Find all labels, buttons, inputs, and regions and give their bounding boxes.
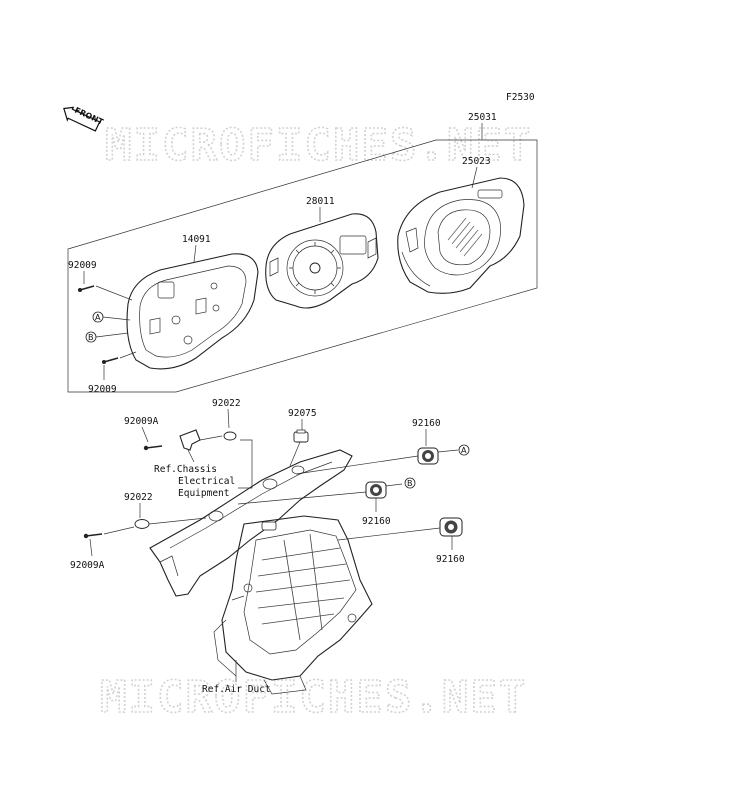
- grommet-92160-a: [417, 447, 439, 465]
- part-28011-label: 28011: [306, 196, 335, 207]
- part-25031-label: 25031: [468, 112, 497, 123]
- screw-92009A-top: [143, 445, 163, 451]
- part-92009-top-label: 92009: [68, 260, 97, 271]
- callout-a-right: A: [458, 444, 470, 456]
- part-25023-label: 25023: [462, 156, 491, 167]
- callout-b-left: B: [85, 331, 97, 343]
- front-arrow-icon: [63, 106, 101, 132]
- grommet-92075: [293, 429, 309, 443]
- callout-b-right: B: [404, 477, 416, 489]
- diagram-code: F2530: [506, 92, 535, 103]
- part-92022-top-label: 92022: [212, 398, 241, 409]
- part-92009A-top-label: 92009A: [124, 416, 159, 427]
- air-duct: [213, 515, 373, 695]
- part-92009A-bottom-label: 92009A: [70, 560, 105, 571]
- svg-text:B: B: [88, 333, 94, 342]
- screw-92009-top: [78, 285, 95, 292]
- ref-chassis-line1: Ref.Chassis: [154, 464, 217, 475]
- callout-a-left: A: [92, 311, 104, 323]
- meter-cover-25023: [397, 177, 525, 294]
- part-92160-a-label: 92160: [412, 418, 441, 429]
- washer-92022-top: [223, 431, 237, 441]
- part-14091-label: 14091: [182, 234, 211, 245]
- part-92009-bottom-label: 92009: [88, 384, 117, 395]
- svg-text:A: A: [461, 446, 467, 455]
- meter-assembly-28011: [265, 213, 379, 309]
- washer-92022-left: [134, 519, 150, 529]
- part-92160-b-label: 92160: [362, 516, 391, 527]
- part-92075-label: 92075: [288, 408, 317, 419]
- meter-case-14091: [126, 253, 259, 370]
- svg-text:A: A: [95, 313, 101, 322]
- screw-92009-bottom: [102, 357, 119, 364]
- grommet-92160-b: [365, 481, 387, 499]
- part-92160-c-label: 92160: [436, 554, 465, 565]
- screw-92009A-bottom: [83, 533, 103, 539]
- meter-bracket: [149, 449, 353, 597]
- ref-chassis-line2: Electrical: [178, 476, 235, 487]
- upper-assembly-box: [67, 139, 538, 393]
- ref-air-duct: Ref.Air Duct: [202, 684, 271, 695]
- svg-text:B: B: [407, 479, 413, 488]
- ref-chassis-line3: Equipment: [178, 488, 229, 499]
- part-92022-left-label: 92022: [124, 492, 153, 503]
- chassis-clip: [179, 429, 201, 451]
- watermark-bottom: MICROFICHES.NET: [100, 672, 527, 723]
- watermark-top: MICROFICHES.NET: [105, 120, 532, 171]
- grommet-92160-c: [439, 517, 463, 537]
